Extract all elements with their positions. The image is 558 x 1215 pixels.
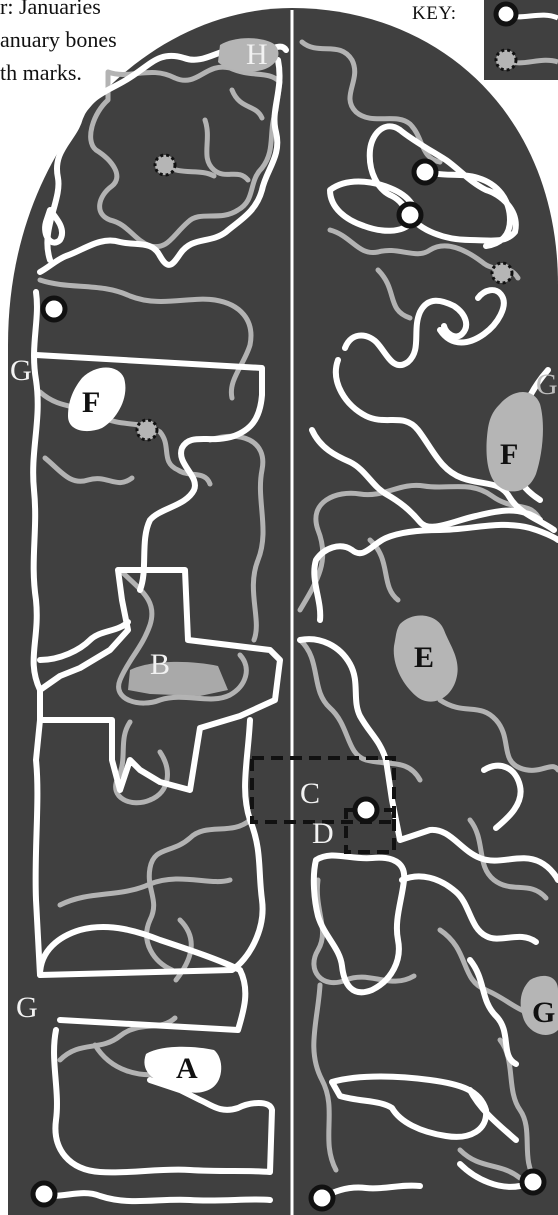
- label-h: H: [246, 38, 268, 71]
- solid-marker: [311, 1187, 333, 1209]
- label-f-left: F: [82, 386, 100, 419]
- label-g-right-upper: G: [536, 368, 558, 401]
- solid-marker: [414, 161, 436, 183]
- key-title: KEY:: [412, 3, 457, 24]
- solid-marker: [355, 799, 377, 821]
- solid-marker: [522, 1171, 544, 1193]
- label-g-left-lower: G: [16, 991, 38, 1024]
- solid-marker: [33, 1183, 55, 1205]
- solid-marker: [43, 298, 65, 320]
- dotted-marker: [137, 420, 157, 440]
- label-a: A: [176, 1052, 198, 1085]
- label-g-left-upper: G: [10, 354, 32, 387]
- label-b: B: [150, 648, 170, 681]
- label-g-right-lower: G: [532, 996, 555, 1029]
- region-b-shadow: [128, 662, 228, 696]
- label-e: E: [414, 641, 434, 674]
- label-f-right: F: [500, 438, 518, 471]
- solid-marker: [399, 204, 421, 226]
- key-dotted-marker: [496, 50, 516, 70]
- caption-line-1: r: Januaries: [0, 0, 101, 19]
- caption-line-2: anuary bones: [0, 27, 117, 52]
- caption-line-3: th marks.: [0, 60, 82, 85]
- board-background: [8, 8, 558, 1215]
- dotted-marker: [155, 155, 175, 175]
- key-solid-marker: [496, 4, 516, 24]
- label-c: C: [300, 777, 320, 810]
- label-d: D: [312, 817, 334, 850]
- dotted-marker: [492, 263, 512, 283]
